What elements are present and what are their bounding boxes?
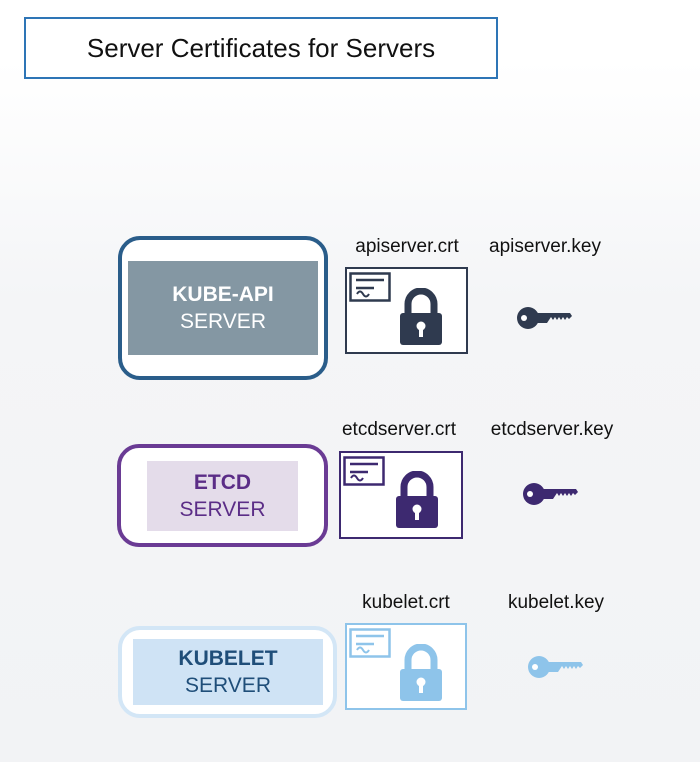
kubelet-crt-label: kubelet.crt: [362, 592, 450, 613]
etcd-server-role: SERVER: [179, 498, 266, 521]
apiserver-crt-label: apiserver.crt: [355, 236, 459, 257]
etcdserver-crt-label: etcdserver.crt: [341, 419, 457, 440]
etcdserver-key-label: etcdserver.key: [490, 419, 614, 440]
title-box: Server Certificates for Servers: [24, 17, 498, 79]
apiserver-key-label: apiserver.key: [489, 236, 601, 257]
kube-api-server-box: KUBE-API SERVER: [128, 261, 318, 355]
key-icon: [517, 307, 572, 329]
padlock-icon: [400, 644, 442, 701]
kubelet-server-box: KUBELET SERVER: [133, 639, 323, 705]
kube-api-server-role: SERVER: [180, 310, 266, 333]
kubelet-server-name: KUBELET: [178, 647, 278, 670]
kube-api-server-name: KUBE-API: [172, 283, 274, 306]
etcd-server-box: ETCD SERVER: [147, 461, 298, 531]
certificate-icon: [349, 628, 391, 658]
certificate-icon: [343, 456, 385, 486]
kubelet-key-label: kubelet.key: [507, 592, 605, 613]
key-icon: [528, 656, 583, 678]
certificate-icon: [349, 272, 391, 302]
padlock-icon: [400, 288, 442, 345]
padlock-icon: [396, 471, 438, 528]
kubelet-server-role: SERVER: [185, 674, 271, 697]
key-icon: [523, 483, 578, 505]
etcd-server-name: ETCD: [193, 471, 252, 494]
page-title: Server Certificates for Servers: [86, 32, 436, 63]
